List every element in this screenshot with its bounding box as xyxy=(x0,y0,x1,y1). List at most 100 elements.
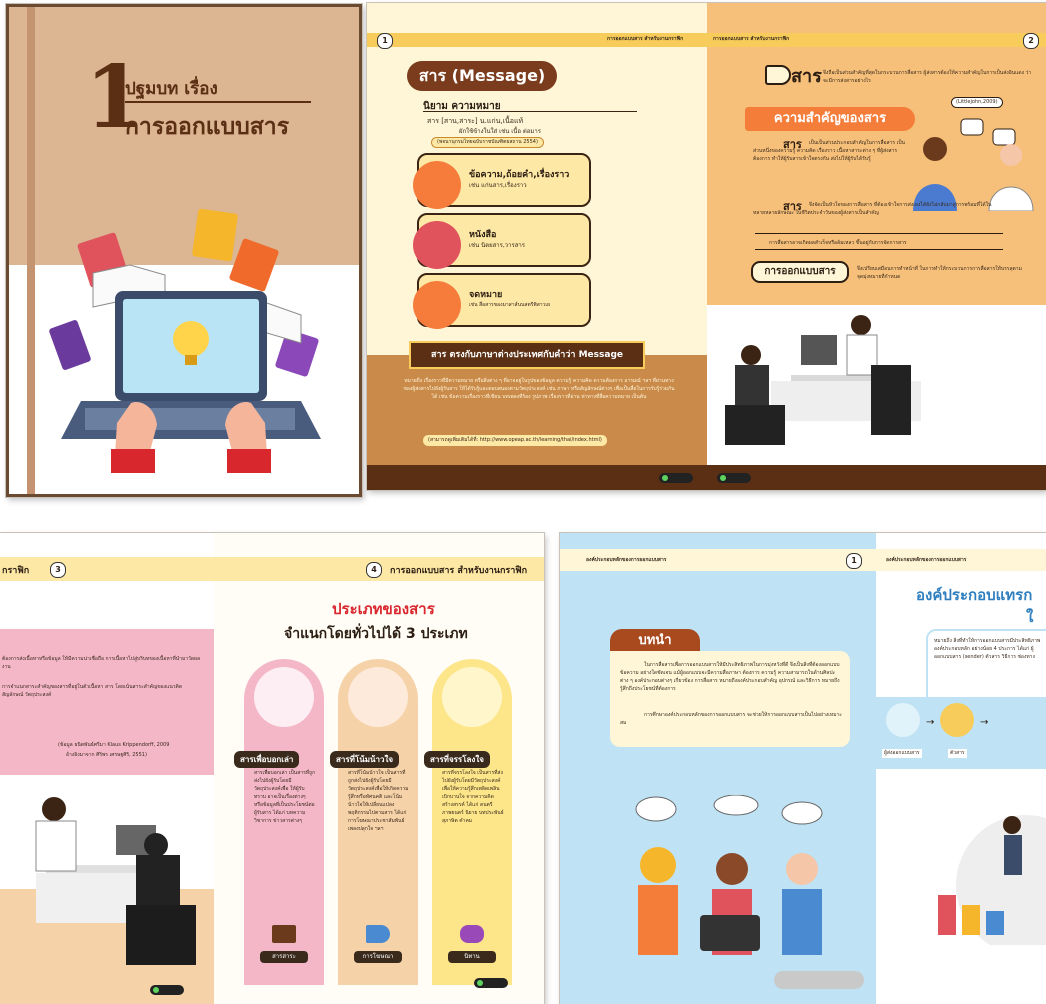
left-citation1: (ข้อมูล ธนิตพันธ์ศรีมา Klaus Krippendorf… xyxy=(58,742,170,748)
book-icon xyxy=(275,329,319,377)
item-title: ข้อความ,ถ้อยคำ,เรื่องราว xyxy=(469,170,570,180)
p2-text: จึงจัดเป็นหัวใจของการสื่อสาร ที่ต้องเข้า… xyxy=(753,202,992,216)
header-bar xyxy=(367,33,707,47)
p1-lead: สาร xyxy=(783,138,802,151)
folder-icon xyxy=(940,703,974,737)
page-number: 1 xyxy=(377,33,393,49)
spread1-left-page: 1 การออกแบบสาร สำหรับงานกราฟิก สาร (Mess… xyxy=(367,3,707,490)
spread1: 1 การออกแบบสาร สำหรับงานกราฟิก สาร (Mess… xyxy=(367,3,1046,490)
footer-bar xyxy=(367,465,707,490)
header-text: การออกแบบสาร สำหรับงานกราฟิก xyxy=(390,566,528,576)
message-title-pill: สาร (Message) xyxy=(407,61,557,91)
column-foot: สารสาระ xyxy=(260,951,308,963)
column-foot: นิทาน xyxy=(448,951,496,963)
intro-pill: บทนำ xyxy=(610,629,700,653)
right-intro: จึงถือเป็นส่วนสำคัญที่สุดในกระบวนการสื่อ… xyxy=(823,70,1032,84)
cover-page: 1 ปฐมบท เรื่อง การออกแบบสาร xyxy=(6,4,362,497)
office-meeting-illustration xyxy=(725,315,921,445)
definition-source: (พจนานุกรมไทยฉบับราชบัณฑิตยสถาน 2554) xyxy=(431,137,544,148)
page-number: 4 xyxy=(366,562,382,578)
header-bar xyxy=(0,557,214,581)
page-nav-control[interactable] xyxy=(150,985,184,995)
page-number: 2 xyxy=(1023,33,1039,49)
books-icon xyxy=(272,925,296,943)
right-title-2: ใ xyxy=(1026,608,1034,626)
spread3: องค์ประกอบหลักของการออกแบบสาร 1 บทนำ ในก… xyxy=(560,533,1046,1004)
hand-left xyxy=(115,401,157,455)
header-bar xyxy=(707,33,1046,47)
lightbulb-icon xyxy=(173,321,209,357)
chat-bubble-icon xyxy=(413,161,461,209)
header-text: การออกแบบสาร สำหรับงานกราฟิก xyxy=(713,36,790,42)
cover-title: การออกแบบสาร xyxy=(125,114,290,140)
presenter-icon xyxy=(348,667,408,727)
puppet-icon xyxy=(460,925,484,943)
bottom-nav-bar[interactable] xyxy=(774,971,864,989)
spread2-left-page: กราฟิก 3 ต้องการส่งเนื้อหาหรือข้อมูล ให้… xyxy=(0,533,214,1004)
reference-link[interactable]: (สามารถดูเพิ่มเติมได้ที่: http://www.ope… xyxy=(423,435,607,446)
underline-note: การสื่อสารอาจเกิดผลสำเร็จหรือล้มเหลว ขึ้… xyxy=(769,240,907,246)
arrow-right-icon: → xyxy=(926,717,935,728)
book-icon xyxy=(229,238,279,292)
item-desc: เช่น สื่อสารของมาสาส์นนสตรีพิสาวเผ xyxy=(469,302,551,308)
left-text2: การจำแนกสาระสำคัญของสารที่อยู่ในตัวเนื้อ… xyxy=(2,684,183,698)
spread3-left-page: องค์ประกอบหลักของการออกแบบสาร 1 บทนำ ในก… xyxy=(560,533,876,1004)
two-people-illustration xyxy=(913,118,1034,211)
people-with-devices-illustration xyxy=(635,795,823,955)
cover-spine-stripe xyxy=(27,7,35,494)
definition-line1: สาร [สาน,สาระ] น.แก่น,เนื้อแท้ xyxy=(427,117,524,125)
footer-bar xyxy=(707,465,1046,490)
importance-heading: ความสำคัญของสาร xyxy=(745,107,915,131)
spread3-right-page: องค์ประกอบหลักของการออกแบบสาร องค์ประกอบ… xyxy=(876,533,1046,1004)
page-nav-control[interactable] xyxy=(717,473,751,483)
lower-brown-band xyxy=(367,355,707,465)
left-citation2: อ้างอิงมาจาก ศิริพร เศรษฐศิริ, 2551) xyxy=(66,752,147,758)
item-desc: เช่น นิตยสาร,วารสาร xyxy=(469,242,526,249)
page-nav-control[interactable] xyxy=(659,473,693,483)
hand-right xyxy=(225,401,267,455)
column-heading: สารที่จรรโลงใจ xyxy=(424,751,490,768)
item-card-text: ข้อความ,ถ้อยคำ,เรื่องราว เช่น แก่นสาร,เร… xyxy=(413,153,591,209)
arrow-right-icon: → xyxy=(980,717,989,728)
news-icon xyxy=(254,667,314,727)
design-pill: การออกแบบสาร xyxy=(751,261,849,283)
office-meeting-illustration xyxy=(35,797,196,965)
cover-divider xyxy=(125,101,311,103)
laptop-illustration xyxy=(49,208,321,473)
book-icon xyxy=(192,208,238,262)
column-body: สารที่จรรโลงใจ เป็นสารที่ส่งไปยังผู้รับโ… xyxy=(442,770,504,824)
envelope-icon xyxy=(413,281,461,329)
spread2: กราฟิก 3 ต้องการส่งเนื้อหาหรือข้อมูล ให้… xyxy=(0,533,544,1004)
definition-line2: ผักใช้ข้างในใส่ เช่น เนื้อ ต่อมาร xyxy=(459,128,541,135)
column-foot: การโฆษณา xyxy=(354,951,402,963)
flow-label: ผู้ส่งออกแบบสาร xyxy=(882,749,922,758)
megaphone-icon xyxy=(765,65,791,85)
megaphone-icon xyxy=(366,925,390,943)
item-desc: เช่น แก่นสาร,เรื่องราว xyxy=(469,182,527,189)
header-text: องค์ประกอบหลักของการออกแบบสาร xyxy=(586,557,667,563)
column-body: สารที่โน้มน้าวใจ เป็นสารที่ถูกส่งไปยังผู… xyxy=(348,770,409,832)
definition-heading: นิยาม ความหมาย xyxy=(423,101,501,112)
header-text: การออกแบบสาร สำหรับงานกราฟิก xyxy=(607,36,684,42)
cover-line1: ปฐมบท เรื่อง xyxy=(125,79,218,99)
definition-divider xyxy=(423,111,637,112)
cover-chapter-number: 1 xyxy=(85,47,145,148)
flow-label: ตัวสาร xyxy=(948,749,967,758)
left-text1: ต้องการส่งเนื้อหาหรือข้อมูล ให้มีความน่า… xyxy=(2,656,201,670)
page-number: 3 xyxy=(50,562,66,578)
book-icon xyxy=(49,320,91,370)
person-icon xyxy=(886,703,920,737)
p1-text: เป็นเป็นส่วนประกอบสำคัญในการสื่อสาร เป็น… xyxy=(753,140,905,162)
underline-bottom xyxy=(755,249,1003,250)
right-source: (Littlejohn,2009) xyxy=(951,97,1003,108)
types-title-black: จำแนกโดยทั่วไปได้ 3 ประเภท xyxy=(284,626,468,642)
intro-box xyxy=(610,651,850,747)
message-paragraph: หมายถึง เรื่องราวที่มีความหมาย หรือสิ่งต… xyxy=(403,378,675,400)
column-body: สารเพื่อบอกเล่า เป็นสารที่ถูกส่งไปยังผู้… xyxy=(254,770,316,824)
pink-block xyxy=(0,629,214,775)
item-title: หนังสือ xyxy=(469,230,497,240)
spread2-right-page: 4 การออกแบบสาร สำหรับงานกราฟิก ประเภทของ… xyxy=(214,533,544,1004)
page-nav-control[interactable] xyxy=(474,978,508,988)
social-icon xyxy=(442,667,502,727)
underline-top xyxy=(755,233,1003,234)
